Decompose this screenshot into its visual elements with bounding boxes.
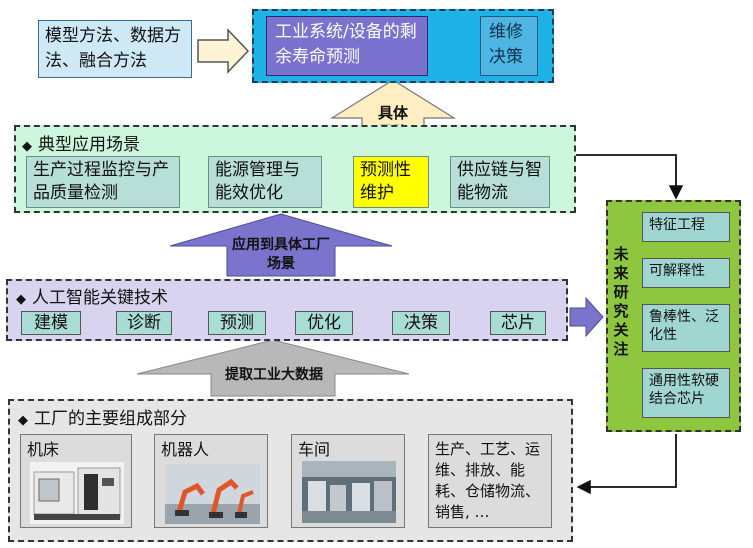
machine-tool-label: 机床	[27, 440, 60, 459]
workshop-image	[302, 461, 396, 523]
apply-to-factory-label: 应用到具体工厂场景	[232, 237, 330, 272]
extract-data-label: 提取工业大数据	[225, 367, 323, 383]
rul-prediction-label: 工业系统/设备的剩余寿命预测	[275, 22, 417, 67]
rul-prediction-box: 工业系统/设备的剩余寿命预测	[266, 16, 428, 76]
other-components-label: 生产、工艺、运维、排放、能耗、仓储物流、销售, …	[435, 440, 541, 521]
ai-to-future-arrow	[569, 296, 604, 338]
methods-box: 模型方法、数据方法、融合方法	[38, 20, 192, 78]
maintenance-decision-label: 维修决策	[489, 22, 523, 67]
future-to-factory-line	[576, 434, 677, 495]
future-research-title: 未来研究关注	[613, 245, 629, 358]
scenario-item: 生产过程监控与产品质量检测	[26, 156, 180, 208]
other-components-card: 生产、工艺、运维、排放、能耗、仓储物流、销售, …	[428, 434, 552, 528]
tech-item: 决策	[392, 311, 450, 335]
tech-item: 诊断	[116, 311, 172, 335]
robot-image	[165, 464, 260, 524]
robot-label: 机器人	[161, 440, 210, 459]
future-item: 可解释性	[642, 258, 730, 288]
maintenance-decision-box: 维修决策	[480, 16, 538, 76]
future-item: 特征工程	[642, 212, 730, 242]
future-item: 鲁棒性、泛化性	[642, 304, 730, 352]
scenarios-to-future-line	[576, 154, 684, 200]
extract-data-arrow	[136, 339, 410, 397]
scenario-item: 能源管理与能效优化	[208, 156, 322, 208]
tech-item: 预测	[208, 311, 266, 335]
future-item: 通用性软硬结合芯片	[642, 368, 730, 418]
scenarios-title: ◆典型应用场景	[22, 135, 140, 155]
scenario-item-highlighted: 预测性维护	[353, 156, 429, 208]
apply-to-factory-arrow	[169, 213, 393, 277]
tech-item: 建模	[21, 311, 81, 335]
methods-label: 模型方法、数据方法、融合方法	[45, 26, 181, 71]
diamond-bullet-icon: ◆	[22, 139, 32, 154]
workshop-label: 车间	[298, 440, 331, 459]
factory-title: ◆工厂的主要组成部分	[18, 409, 187, 429]
ai-title: ◆人工智能关键技术	[16, 288, 168, 308]
methods-to-goal-arrow	[197, 28, 250, 74]
scenario-item: 供应链与智能物流	[450, 156, 550, 208]
machine-tool-image	[30, 462, 124, 524]
diamond-bullet-icon: ◆	[18, 413, 28, 428]
tech-item: 优化	[295, 311, 353, 335]
diamond-bullet-icon: ◆	[16, 292, 26, 307]
ai-zone	[6, 279, 568, 341]
tech-item: 芯片	[490, 311, 546, 335]
